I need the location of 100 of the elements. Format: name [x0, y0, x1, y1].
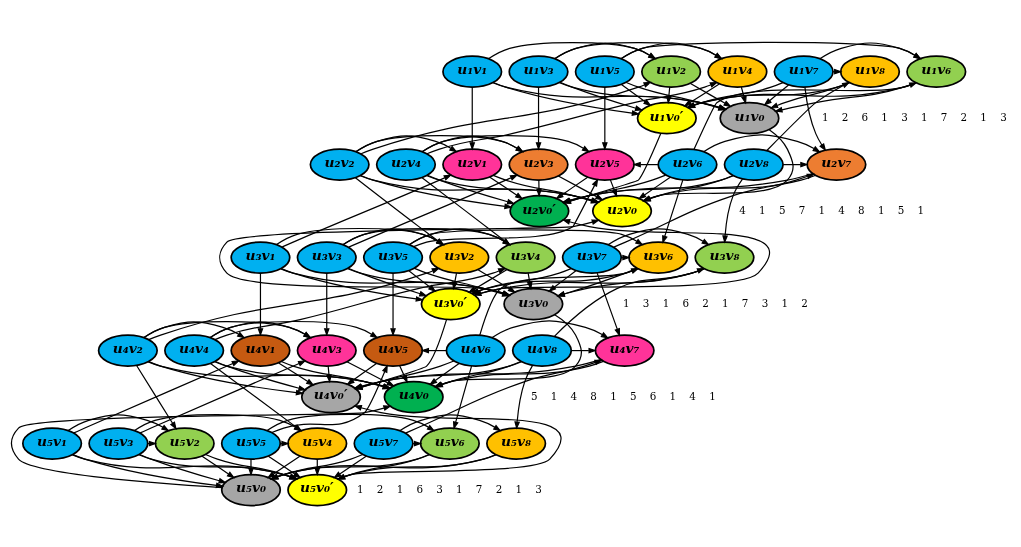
arrow	[209, 320, 379, 339]
arrow	[559, 81, 644, 111]
arrow	[413, 267, 511, 297]
label: 6	[649, 389, 657, 402]
arrow	[433, 313, 582, 387]
arrow	[280, 267, 425, 302]
node-ellipse: u₅v₁	[21, 426, 83, 460]
arrow	[276, 227, 445, 246]
arrow	[326, 365, 332, 383]
arrow	[601, 86, 608, 151]
arrow	[477, 268, 517, 293]
label: 5	[778, 203, 786, 216]
node-ellipse: u₂v₂	[309, 147, 370, 181]
label: 1	[821, 110, 829, 123]
label: 4	[739, 203, 746, 216]
label: 1	[781, 296, 789, 309]
label: 4	[838, 203, 845, 216]
arrow	[428, 362, 460, 385]
label: 1	[357, 482, 364, 495]
node-ellipse: u₂v₄	[375, 147, 437, 181]
label: 2	[960, 110, 968, 123]
arrow	[354, 176, 445, 246]
label: 2	[376, 482, 384, 495]
label: 5	[897, 203, 905, 216]
label: 7	[741, 296, 749, 309]
arrow	[219, 218, 601, 296]
arrow	[278, 361, 315, 386]
arrow	[703, 133, 821, 153]
arrow	[596, 272, 620, 337]
label: 2	[801, 296, 808, 309]
arrow	[139, 359, 307, 434]
label: 1	[623, 296, 630, 309]
arrow	[804, 86, 827, 152]
arrow	[248, 458, 254, 476]
node-ellipse: u₅v₈	[486, 426, 547, 460]
arrow	[360, 174, 513, 209]
arrow	[399, 413, 502, 431]
arrow	[148, 267, 441, 340]
label: 4	[689, 389, 696, 402]
arrow	[281, 174, 453, 248]
label: 3	[642, 296, 650, 309]
label: 6	[682, 296, 690, 309]
arrow	[492, 81, 641, 116]
arrow	[607, 227, 710, 246]
arrow	[408, 269, 437, 292]
arrow	[139, 453, 227, 483]
arrow	[72, 453, 225, 488]
arrow	[323, 272, 330, 337]
label: 1	[881, 110, 888, 123]
node-ellipse: u₁v₅	[574, 54, 635, 88]
label: 1	[980, 110, 987, 123]
arrow	[642, 174, 734, 202]
arrow	[67, 413, 170, 431]
arrow	[360, 81, 652, 154]
label: 3	[1000, 110, 1007, 123]
label: 1	[669, 389, 677, 402]
node-ellipse: u₅v₆	[419, 426, 480, 460]
arrow	[470, 267, 572, 294]
arrow	[470, 267, 639, 294]
arrow	[214, 360, 307, 391]
arrow	[766, 81, 851, 151]
label: 7	[798, 203, 806, 216]
label: 1	[456, 482, 463, 495]
arrow	[347, 267, 512, 296]
arrow	[489, 176, 524, 200]
arrow	[535, 86, 542, 151]
arrow	[136, 364, 177, 430]
arrow	[556, 267, 638, 297]
arrow	[774, 81, 917, 113]
arrow	[637, 176, 671, 199]
arrow	[433, 360, 604, 387]
arrow	[148, 360, 305, 395]
label: 3	[761, 296, 769, 309]
label: 7	[475, 482, 483, 495]
arrow	[347, 267, 428, 296]
label: 7	[940, 110, 948, 123]
arrow	[209, 362, 303, 432]
label: 3	[436, 482, 443, 495]
arrow	[133, 413, 303, 431]
arrow	[10, 404, 392, 488]
label: 6	[416, 482, 424, 495]
label: 1	[610, 389, 617, 402]
label: 1	[877, 203, 885, 216]
arrow	[271, 363, 388, 433]
arrow	[452, 365, 473, 430]
arrow	[641, 174, 816, 201]
arrow	[689, 82, 732, 107]
label: 2	[495, 482, 503, 495]
node-ellipse: u₄v₆	[445, 333, 506, 367]
arrow	[555, 176, 589, 199]
arrow	[514, 364, 534, 430]
label: 8	[590, 389, 597, 402]
arrow	[214, 267, 507, 340]
arrow	[421, 134, 591, 153]
label: 8	[858, 203, 865, 216]
arrow	[557, 175, 604, 200]
arrow	[553, 267, 706, 337]
node-ellipse: u₃v₅	[362, 240, 424, 274]
arrow	[390, 272, 396, 337]
arrow	[547, 269, 577, 292]
